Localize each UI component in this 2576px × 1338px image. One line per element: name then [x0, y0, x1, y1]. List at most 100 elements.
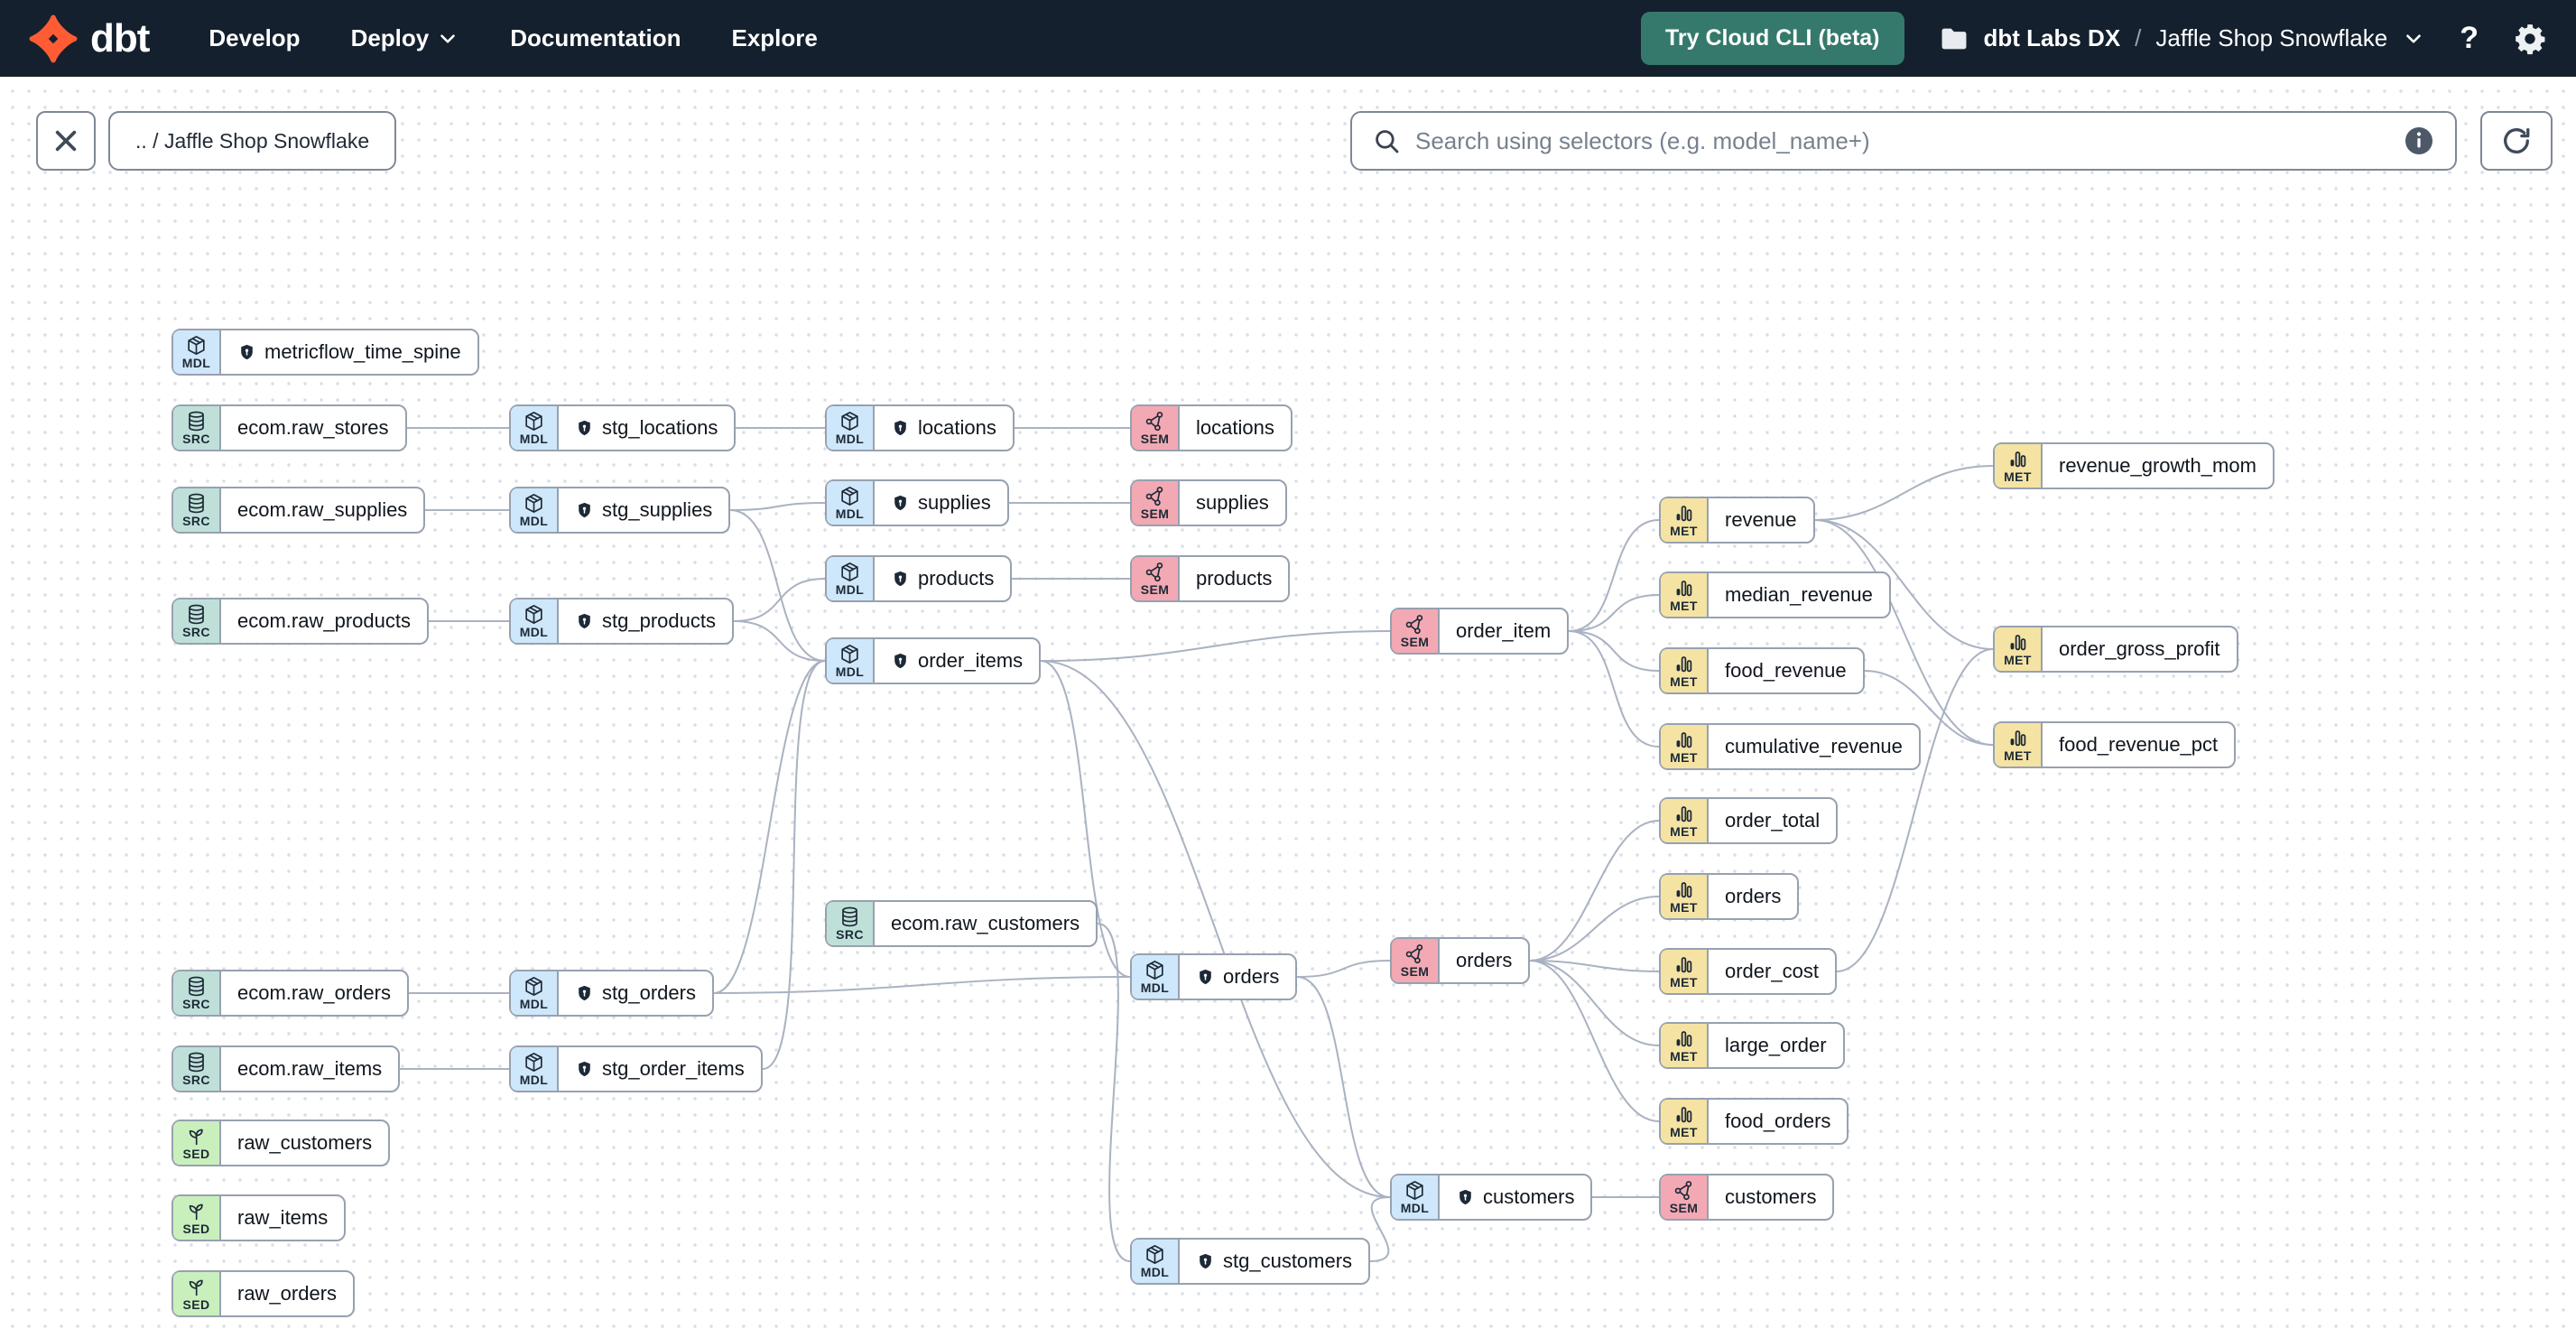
nav-deploy[interactable]: Deploy	[351, 24, 460, 52]
node-type-label: MET	[1670, 524, 1698, 539]
node-stg_order_items[interactable]: MDL stg_order_items	[509, 1045, 763, 1092]
node-body: stg_customers	[1180, 1240, 1368, 1283]
edge-order_item_sem-cumulative_revenue	[1568, 630, 1660, 748]
project-switcher[interactable]: dbt Labs DX / Jaffle Shop Snowflake	[1939, 23, 2426, 54]
node-type-badge: MDL	[827, 406, 875, 450]
node-label: stg_customers	[1223, 1250, 1353, 1272]
shield-icon	[891, 652, 910, 671]
share-network-icon	[1404, 943, 1426, 965]
node-body: stg_order_items	[559, 1047, 761, 1091]
cube-icon	[523, 603, 545, 626]
top-nav: dbt Develop Deploy Documentation Explore…	[0, 0, 2576, 77]
help-button[interactable]: ?	[2460, 21, 2479, 55]
node-label: customers	[1725, 1185, 1817, 1208]
share-network-icon	[1144, 410, 1166, 432]
nav-develop[interactable]: Develop	[208, 24, 301, 51]
node-body: metricflow_time_spine	[221, 330, 477, 374]
node-label: stg_order_items	[602, 1057, 745, 1080]
refresh-button[interactable]	[2480, 111, 2553, 171]
edge-order_item_sem-revenue	[1568, 519, 1660, 632]
node-body: supplies	[875, 481, 1007, 525]
shield-icon	[1456, 1188, 1475, 1207]
node-type-label: MDL	[835, 432, 865, 447]
node-body: locations	[875, 406, 1013, 450]
breadcrumb[interactable]: .. / Jaffle Shop Snowflake	[108, 111, 397, 171]
info-icon[interactable]	[2403, 125, 2435, 157]
node-label: supplies	[918, 491, 991, 514]
dbt-logo[interactable]: dbt	[29, 14, 150, 63]
node-label: ecom.raw_orders	[237, 981, 391, 1004]
node-type-label: MET	[1670, 975, 1698, 990]
bar-chart-icon	[1673, 1027, 1695, 1050]
node-label: products	[918, 567, 995, 590]
database-icon	[185, 492, 208, 515]
node-type-label: MET	[1670, 1049, 1698, 1064]
bar-chart-icon	[1673, 653, 1695, 675]
node-body: orders	[1440, 939, 1528, 982]
node-type-badge: SEM	[1392, 609, 1440, 653]
node-label: food_revenue_pct	[2059, 733, 2219, 756]
bar-chart-icon	[1673, 729, 1695, 751]
try-cloud-cli-button[interactable]: Try Cloud CLI (beta)	[1641, 12, 1904, 65]
search-input[interactable]	[1415, 126, 2388, 155]
nav-documentation[interactable]: Documentation	[510, 24, 681, 51]
node-food_revenue[interactable]: MET food_revenue	[1659, 647, 1865, 694]
edge-orders_mdl-orders_sem	[1296, 960, 1391, 978]
node-type-badge: MET	[1661, 649, 1709, 692]
node-type-badge: SED	[173, 1272, 221, 1315]
node-label: ecom.raw_items	[237, 1057, 383, 1080]
dbt-logo-text: dbt	[90, 15, 150, 60]
node-label: food_revenue	[1725, 659, 1847, 682]
node-type-label: MET	[1670, 900, 1698, 915]
node-type-label: MDL	[519, 1073, 549, 1088]
node-type-badge: MDL	[173, 330, 221, 374]
settings-button[interactable]	[2513, 22, 2547, 56]
node-label: stg_locations	[602, 416, 718, 439]
node-locations_mdl[interactable]: MDL locations	[825, 404, 1015, 451]
node-type-badge: SEM	[1132, 481, 1180, 525]
bar-chart-icon	[2006, 448, 2029, 470]
node-body: ecom.raw_items	[221, 1047, 398, 1091]
nav-explore[interactable]: Explore	[731, 24, 818, 51]
node-type-label: MDL	[519, 514, 549, 529]
close-lineage-button[interactable]	[36, 111, 96, 171]
